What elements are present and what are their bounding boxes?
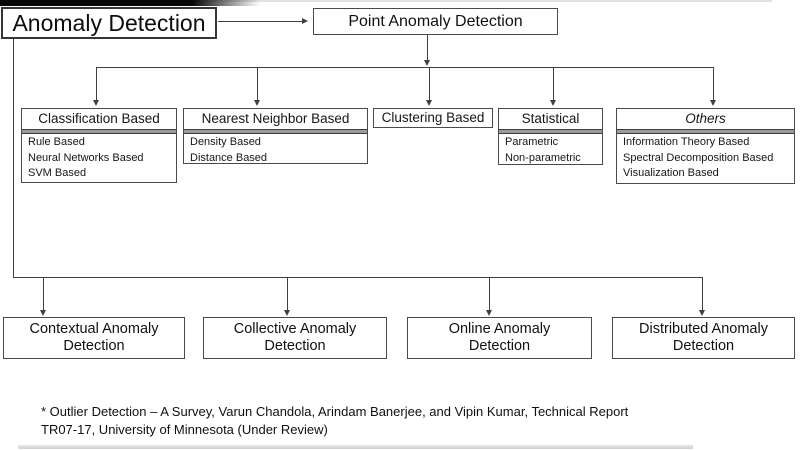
category-item: Distance Based bbox=[190, 151, 268, 164]
node-collective-anomaly-detection: Collective Anomaly Detection bbox=[203, 317, 387, 359]
connector-drop-online bbox=[489, 278, 490, 311]
connector-point-down bbox=[427, 35, 428, 61]
arrowhead-down bbox=[550, 100, 556, 106]
connector-drop-classification bbox=[96, 68, 97, 101]
category-header: Clustering Based bbox=[381, 110, 485, 125]
category-items: Rule Based Neural Networks Based SVM Bas… bbox=[22, 134, 176, 182]
connector-bottom-distribution bbox=[13, 277, 703, 278]
category-item: Parametric bbox=[505, 136, 559, 148]
bottom-edge-strip bbox=[18, 445, 693, 449]
node-label: Distributed Anomaly Detection bbox=[639, 321, 768, 354]
connector-root-to-point bbox=[218, 21, 303, 22]
node-others: Others Information Theory Based Spectral… bbox=[616, 108, 795, 184]
connector-drop-clustering bbox=[429, 68, 430, 101]
node-label: Anomaly Detection bbox=[12, 10, 206, 36]
connector-drop-statistical bbox=[553, 68, 554, 101]
category-item: SVM Based bbox=[28, 167, 87, 179]
arrowhead-down bbox=[426, 100, 432, 106]
node-contextual-anomaly-detection: Contextual Anomaly Detection bbox=[3, 317, 185, 359]
category-items: Information Theory Based Spectral Decomp… bbox=[617, 134, 794, 182]
category-item: Spectral Decomposition Based bbox=[623, 151, 774, 164]
category-item: Rule Based bbox=[28, 136, 85, 148]
category-item: Visualization Based bbox=[623, 167, 719, 179]
arrowhead-down bbox=[254, 100, 260, 106]
arrowhead-down bbox=[486, 310, 492, 316]
node-label: Online Anomaly Detection bbox=[448, 321, 551, 354]
arrowhead-down bbox=[93, 100, 99, 106]
header-separator bbox=[184, 129, 367, 134]
node-distributed-anomaly-detection: Distributed Anomaly Detection bbox=[612, 317, 795, 359]
header-separator bbox=[499, 129, 602, 134]
connector-top-distribution bbox=[96, 67, 714, 68]
category-items: Density Based Distance Based bbox=[184, 134, 367, 166]
citation-footnote: * Outlier Detection – A Survey, Varun Ch… bbox=[41, 403, 628, 439]
node-clustering-based: Clustering Based bbox=[373, 108, 493, 128]
category-header: Others bbox=[685, 111, 726, 126]
category-header: Statistical bbox=[521, 111, 580, 126]
arrowhead-down bbox=[710, 100, 716, 106]
node-label: Collective Anomaly Detection bbox=[233, 321, 357, 354]
arrowhead-down bbox=[699, 310, 705, 316]
node-online-anomaly-detection: Online Anomaly Detection bbox=[407, 317, 592, 359]
connector-drop-contextual bbox=[43, 278, 44, 311]
citation-line-2: TR07-17, University of Minnesota (Under … bbox=[41, 422, 328, 437]
node-label: Point Anomaly Detection bbox=[348, 13, 523, 30]
top-shadow-bar bbox=[0, 0, 260, 6]
connector-root-trunk bbox=[13, 39, 14, 277]
node-classification-based: Classification Based Rule Based Neural N… bbox=[21, 108, 177, 183]
category-header: Classification Based bbox=[38, 111, 160, 126]
category-item: Information Theory Based bbox=[623, 136, 750, 148]
connector-drop-nearest-neighbor bbox=[257, 68, 258, 101]
connector-drop-distributed bbox=[702, 278, 703, 311]
arrowhead-down bbox=[40, 310, 46, 316]
category-header: Nearest Neighbor Based bbox=[201, 111, 350, 126]
top-edge-line bbox=[0, 0, 772, 2]
node-statistical: Statistical Parametric Non-parametric bbox=[498, 108, 603, 165]
node-point-anomaly-detection: Point Anomaly Detection bbox=[313, 8, 558, 35]
node-label: Contextual Anomaly Detection bbox=[29, 321, 159, 354]
node-anomaly-detection: Anomaly Detection bbox=[1, 7, 217, 39]
header-separator bbox=[617, 129, 794, 134]
citation-line-1: * Outlier Detection – A Survey, Varun Ch… bbox=[41, 404, 629, 419]
header-separator bbox=[22, 129, 176, 134]
arrowhead-down bbox=[424, 60, 430, 66]
connector-drop-collective bbox=[287, 278, 288, 311]
category-items: Parametric Non-parametric bbox=[499, 134, 602, 166]
arrowhead-right bbox=[302, 18, 308, 24]
connector-drop-others bbox=[713, 68, 714, 101]
node-nearest-neighbor-based: Nearest Neighbor Based Density Based Dis… bbox=[183, 108, 368, 164]
category-item: Non-parametric bbox=[505, 151, 581, 164]
arrowhead-down bbox=[284, 310, 290, 316]
category-item: Density Based bbox=[190, 136, 261, 148]
category-item: Neural Networks Based bbox=[28, 151, 144, 164]
